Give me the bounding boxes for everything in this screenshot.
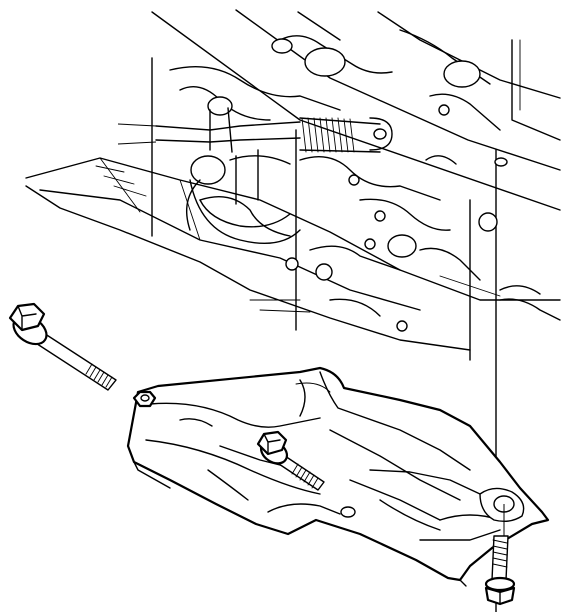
flange-nut	[132, 390, 157, 408]
threaded-sleeve	[301, 117, 355, 153]
lower-flange-bolt	[484, 535, 516, 606]
heat-shield-bracket	[126, 366, 550, 587]
long-flange-bolt	[8, 302, 117, 391]
short-flange-bolt	[256, 430, 325, 491]
engine-block-assembly	[25, 9, 561, 612]
